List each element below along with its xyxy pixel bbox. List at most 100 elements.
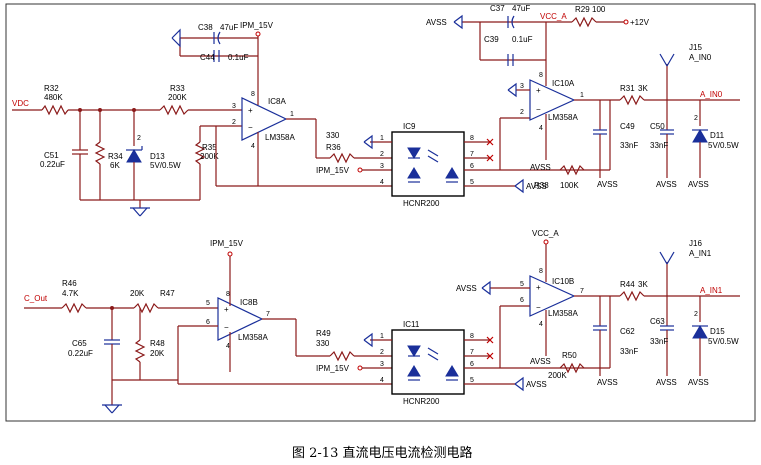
pin-label: 2 — [380, 349, 384, 356]
pin-label: 7 — [580, 288, 584, 295]
ic10a-part: LM358A — [548, 113, 578, 122]
pin-label: 6 — [520, 297, 524, 304]
c38-value: 47uF — [220, 23, 238, 32]
r35-value: 200K — [200, 152, 219, 161]
r31-ref: R31 — [620, 84, 635, 93]
pin-label: 3 — [380, 163, 384, 170]
pin-label: 8 — [251, 91, 255, 98]
ipm-15v-label: IPM_15V — [210, 239, 244, 248]
svg-text:+: + — [224, 305, 229, 314]
pin-label: 7 — [470, 151, 474, 158]
pin-label: 5 — [520, 281, 524, 288]
avss-label: AVSS — [688, 378, 709, 387]
a-in1-net-label: A_IN1 — [700, 286, 723, 295]
figure-caption: 图 2-13 直流电压电流检测电路 — [292, 445, 472, 461]
avss-label: AVSS — [530, 163, 551, 172]
ipm-15v-label: IPM_15V — [240, 21, 274, 30]
ic11-part: HCNR200 — [403, 397, 440, 406]
pin-label: 5 — [470, 377, 474, 384]
r50-value: 200K — [548, 371, 567, 380]
pin-label: 1 — [290, 111, 294, 118]
pin-label: 2 — [694, 115, 698, 122]
d13-ref: D13 — [150, 152, 165, 161]
r44-ref: R44 — [620, 280, 635, 289]
pin-label: 2 — [520, 109, 524, 116]
pin-label: 7 — [470, 349, 474, 356]
r34-ref: R34 — [108, 152, 123, 161]
c63-value: 33nF — [650, 337, 668, 346]
svg-text:+: + — [248, 106, 253, 115]
r33-value: 200K — [168, 93, 187, 102]
pin-label: 3 — [520, 83, 524, 90]
c50-ref: C50 — [650, 122, 665, 131]
c39-value: 0.1uF — [512, 35, 533, 44]
pin-label: 1 — [580, 92, 584, 99]
ic11-ref: IC11 — [403, 320, 420, 329]
svg-text:−: − — [536, 303, 541, 312]
pin-label: 6 — [470, 361, 474, 368]
pin-label: 6 — [470, 163, 474, 170]
c38-ref: C38 — [198, 23, 213, 32]
c44-ref: C44 — [200, 53, 215, 62]
svg-text:−: − — [224, 323, 229, 332]
c50-value: 33nF — [650, 141, 668, 150]
vdc-input-label: VDC — [12, 99, 29, 108]
pin-label: 4 — [539, 321, 543, 328]
c-out-input-label: C_Out — [24, 294, 48, 303]
ic8a-ref: IC8A — [268, 97, 286, 106]
pin-label: 1 — [380, 333, 384, 340]
avss-label: AVSS — [597, 180, 618, 189]
svg-text:+: + — [536, 283, 541, 292]
ipm-15v-label-2: IPM_15V — [316, 166, 350, 175]
c62-ref: C62 — [620, 327, 635, 336]
c51-value: 0.22uF — [40, 160, 65, 169]
pin-label: 4 — [380, 179, 384, 186]
d15-value: 5V/0.5W — [708, 337, 739, 346]
resistor-r32 — [41, 104, 69, 116]
c49-ref: C49 — [620, 122, 635, 131]
c39-ref: C39 — [484, 35, 499, 44]
r47-value: 20K — [130, 289, 145, 298]
ic10a-ref: IC10A — [552, 79, 575, 88]
r46-ref: R46 — [62, 279, 77, 288]
pin-label: 2 — [694, 311, 698, 318]
avss-label: AVSS — [597, 378, 618, 387]
d15-ref: D15 — [710, 327, 725, 336]
drawing-frame — [5, 3, 756, 422]
c65-value: 0.22uF — [68, 349, 93, 358]
avss-label: AVSS — [426, 18, 447, 27]
pin-label: 3 — [380, 361, 384, 368]
r35-ref: R35 — [202, 143, 217, 152]
pin-label: 8 — [539, 268, 543, 275]
channel-1-voltage: VDC R32 480K C51 0.22uF R34 6K 2 D13 5V/… — [12, 4, 740, 217]
vcc-a-label: VCC_A — [532, 229, 559, 238]
svg-text:−: − — [248, 123, 253, 132]
avss-label: AVSS — [530, 357, 551, 366]
pin-label: 5 — [470, 179, 474, 186]
r29-ref: R29 — [575, 5, 590, 14]
pin-label: 4 — [251, 143, 255, 150]
pin-label: 5 — [206, 300, 210, 307]
avss-label: AVSS — [688, 180, 709, 189]
pin-label: 8 — [539, 72, 543, 79]
r31-value: 3K — [638, 84, 648, 93]
pin-label: 2 — [380, 151, 384, 158]
svg-text:−: − — [536, 105, 541, 114]
c37-value: 47uF — [512, 4, 530, 13]
ipm-15v-label-2: IPM_15V — [316, 364, 350, 373]
avss-label: AVSS — [526, 380, 547, 389]
opamp-ic8b — [217, 297, 264, 341]
d11-ref: D11 — [710, 131, 725, 140]
r33-ref: R33 — [170, 84, 185, 93]
ic9-ref: IC9 — [403, 122, 416, 131]
r36-ref: R36 — [326, 143, 341, 152]
resistor-r33 — [159, 104, 189, 116]
c65-ref: C65 — [72, 339, 87, 348]
ic9-part: HCNR200 — [403, 199, 440, 208]
r49-value: 330 — [316, 339, 330, 348]
d11-value: 5V/0.5W — [708, 141, 739, 150]
a-in0-net-label: A_IN0 — [700, 90, 723, 99]
c44-value: 0.1uF — [228, 53, 249, 62]
d13-value: 5V/0.5W — [150, 161, 181, 170]
pin-label: 4 — [380, 377, 384, 384]
